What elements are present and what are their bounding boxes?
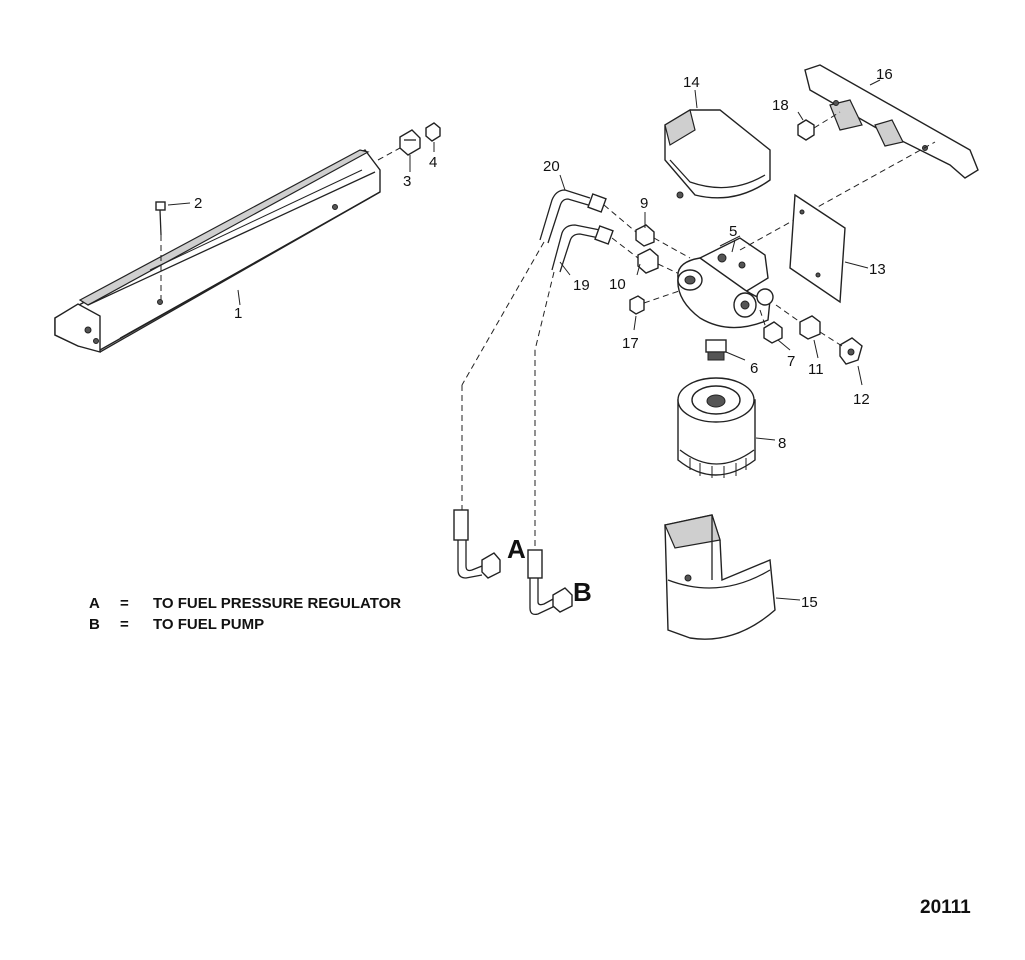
part-number-labels: 1 2 3 4 5 6 7 8 9 10 11 12 13 14 15 16 1…: [194, 66, 893, 611]
mounting-bracket: [804, 64, 979, 179]
filter-gasket-plate: [789, 193, 869, 304]
part-label-19: 19: [573, 277, 590, 294]
part-label-11: 11: [808, 361, 824, 378]
fitting-upper: [603, 204, 691, 259]
rail-nut: [425, 122, 441, 152]
part-label-15: 15: [801, 594, 818, 611]
part-label-2: 2: [194, 195, 202, 212]
filter-lower-shield: [664, 514, 801, 640]
part-label-3: 3: [403, 173, 411, 190]
leader-lines: [237, 174, 863, 386]
part-label-7: 7: [787, 353, 795, 370]
legend-text-a: TO FUEL PRESSURE REGULATOR: [153, 595, 401, 612]
legend-key-a: A: [89, 595, 100, 612]
legend-key-b: B: [89, 616, 100, 633]
fuel-line-to-regulator: [453, 189, 607, 579]
fuel-filter-element: [677, 377, 776, 478]
legend-sep-b: =: [120, 616, 129, 633]
rail-fitting: [377, 129, 421, 172]
part-label-17: 17: [622, 335, 639, 352]
part-label-5: 5: [729, 223, 737, 240]
figure-number: 20111: [920, 897, 971, 918]
part-label-12: 12: [853, 391, 870, 408]
bracket-nut: [797, 111, 841, 141]
cover-screw: [155, 201, 191, 300]
part-label-18: 18: [772, 97, 789, 114]
fuel-rail-cover: [54, 149, 381, 353]
fitting-11: [775, 304, 821, 340]
part-label-10: 10: [609, 276, 626, 293]
part-label-20: 20: [543, 158, 560, 175]
part-label-16: 16: [876, 66, 893, 83]
part-label-8: 8: [778, 435, 786, 452]
part-label-14: 14: [683, 74, 700, 91]
part-label-6: 6: [750, 360, 758, 377]
callout-a: A: [507, 534, 526, 564]
callout-b: B: [573, 577, 592, 607]
fitting-12: [819, 331, 863, 365]
filter-adapter: [705, 339, 746, 361]
plug-17: [629, 289, 683, 315]
part-label-13: 13: [869, 261, 886, 278]
part-label-9: 9: [640, 195, 648, 212]
fitting-lower: [611, 237, 689, 279]
part-label-4: 4: [429, 154, 437, 171]
legend-sep-a: =: [120, 595, 129, 612]
fuel-line-to-pump: [527, 224, 614, 616]
legend: A = TO FUEL PRESSURE REGULATOR B = TO FU…: [89, 595, 401, 633]
filter-head: [677, 235, 774, 329]
fitting-7: [759, 309, 783, 344]
filter-upper-shield: [664, 89, 771, 199]
assembly-centerline: [739, 141, 936, 251]
legend-text-b: TO FUEL PUMP: [153, 616, 264, 633]
part-label-1: 1: [234, 305, 242, 322]
